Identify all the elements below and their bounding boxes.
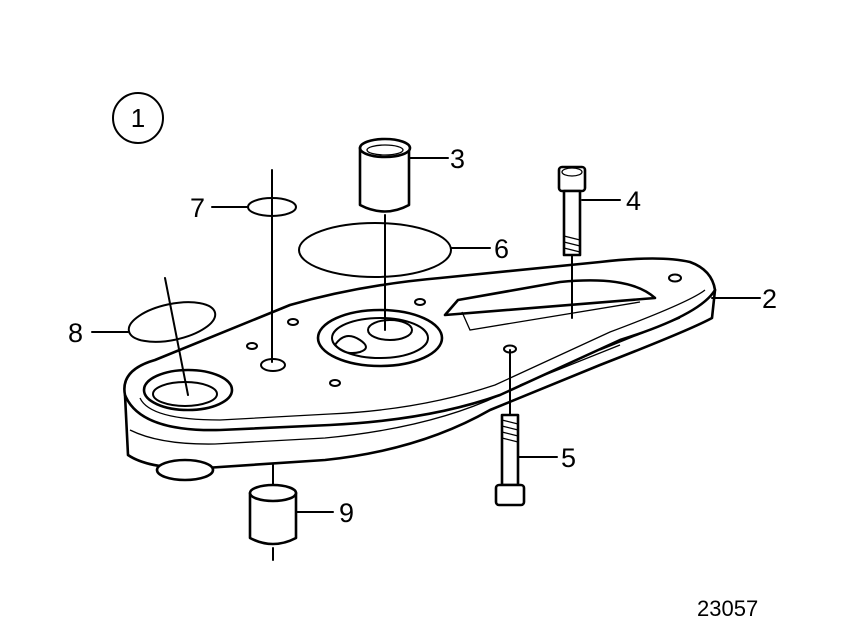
part-lower-screw: [494, 349, 526, 507]
callout-2: 2: [762, 284, 777, 314]
callout-3: 3: [450, 144, 465, 174]
part-large-o-ring: [298, 222, 452, 278]
callout-5: 5: [561, 443, 576, 473]
group-label-text: 1: [131, 103, 145, 133]
part-plate: [123, 257, 717, 482]
part-sleeve: [358, 137, 412, 331]
part-bushing: [248, 464, 298, 561]
callout-6: 6: [494, 234, 509, 264]
callout-9: 9: [339, 498, 354, 528]
callout-7: 7: [190, 193, 205, 223]
part-medium-o-ring: [127, 277, 217, 396]
reference-number: 23057: [697, 596, 758, 621]
callout-8: 8: [68, 318, 83, 348]
leader-lines: [91, 157, 761, 513]
callout-4: 4: [626, 186, 641, 216]
part-upper-screw: [557, 165, 587, 319]
group-label: 1: [112, 92, 164, 144]
